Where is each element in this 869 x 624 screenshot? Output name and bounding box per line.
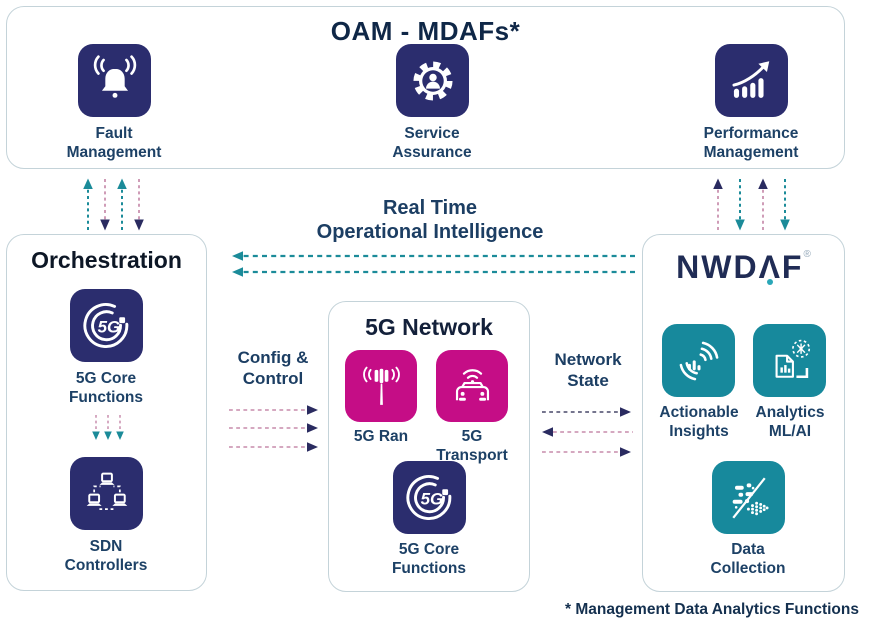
oam-title: OAM - MDAFs* xyxy=(330,16,521,46)
performance-management-label: Performance Management xyxy=(703,125,799,161)
5g-ran-label: 5G Ran xyxy=(353,428,409,445)
arrows-nwdaf-to-orchestration xyxy=(232,251,635,277)
radar-insights-icon xyxy=(679,341,718,380)
sdn-controllers-icon xyxy=(86,472,127,510)
actionable-insights-tile xyxy=(662,324,735,397)
sdn-controllers-label: SDN Controllers xyxy=(64,538,148,574)
orch-5g-core-tile: 5G xyxy=(70,289,143,362)
fault-management-label: Fault Management xyxy=(66,125,162,161)
ran-antenna-icon xyxy=(362,366,400,405)
fiveg-core-icon: 5G xyxy=(82,302,128,348)
arrows-config-control xyxy=(229,405,318,452)
growth-chart-icon xyxy=(731,60,769,98)
orchestration-title: Orchestration xyxy=(31,247,182,273)
analytics-doc-icon xyxy=(775,339,810,378)
analytics-ml-ai-label: Analytics ML/AI xyxy=(755,404,825,440)
connected-car-icon xyxy=(455,368,489,401)
orch-5g-core-label: 5G Core Functions xyxy=(68,370,144,406)
alarm-bell-icon xyxy=(93,54,136,98)
actionable-insights-label: Actionable Insights xyxy=(659,404,739,440)
service-assurance-tile xyxy=(396,44,469,117)
5g-network-title: 5G Network xyxy=(365,314,493,340)
data-funnel-icon xyxy=(731,476,769,519)
nwdaf-logo-nwd: NWD xyxy=(676,249,759,285)
network-state-label: Network State xyxy=(554,350,622,390)
fiveg-core-icon: 5G xyxy=(405,474,451,520)
nwdaf-registered-mark: ® xyxy=(803,249,811,260)
footnote: * Management Data Analytics Functions xyxy=(565,601,859,618)
nwdaf-logo-a: Λ xyxy=(758,249,782,285)
fiveg-logo-text: 5G xyxy=(420,489,443,508)
data-collection-label: Data Collection xyxy=(710,541,786,577)
config-control-label: Config & Control xyxy=(237,348,309,388)
5g-transport-tile xyxy=(436,350,508,422)
net-5g-core-label: 5G Core Functions xyxy=(391,541,467,577)
arrows-core-to-sdn xyxy=(92,415,124,440)
arrows-oam-nwdaf xyxy=(713,178,790,231)
real-time-intelligence-label: Real Time Operational Intelligence xyxy=(316,197,544,243)
arrows-network-state xyxy=(542,407,633,457)
5g-network-box: 5G Network xyxy=(328,301,530,592)
5g-ran-tile xyxy=(345,350,417,422)
nwdaf-logo-f: F xyxy=(781,249,804,285)
sdn-controllers-tile xyxy=(70,457,143,530)
nwdaf-logo-dot xyxy=(767,279,774,285)
fiveg-logo-text: 5G xyxy=(97,317,120,336)
performance-management-tile xyxy=(715,44,788,117)
net-5g-core-tile: 5G xyxy=(393,461,466,534)
arrows-oam-orchestration xyxy=(83,178,144,231)
analytics-ml-ai-tile xyxy=(753,324,826,397)
5g-transport-label: 5G Transport xyxy=(436,428,508,464)
service-assurance-label: Service Assurance xyxy=(392,125,472,161)
fault-management-tile xyxy=(78,44,151,117)
gear-user-icon xyxy=(412,60,453,101)
data-collection-tile xyxy=(712,461,785,534)
